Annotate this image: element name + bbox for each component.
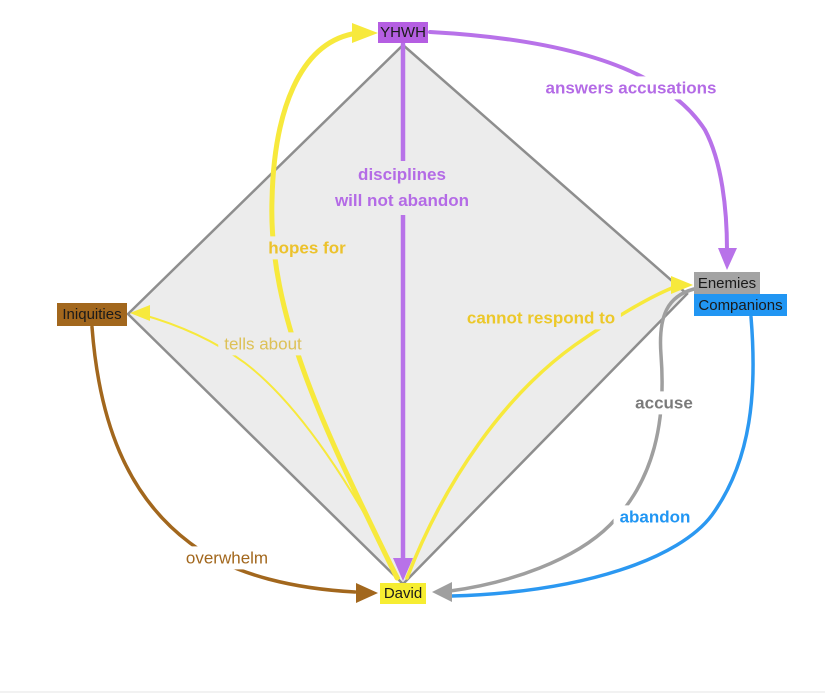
edge-label-tells-about: tells about [218,332,308,356]
edge-label-abandon: abandon [613,505,697,529]
edge-disciplines-arrowhead [393,558,413,581]
edge-label-disciplines-line1: disciplines [358,165,446,184]
edge-label-hopes-for: hopes for [262,236,352,260]
node-david: David [380,583,426,604]
edge-label-accuse: accuse [629,391,699,415]
edge-hopes-for-line [269,31,400,581]
edge-hopes-for-arrowhead [352,23,378,43]
edge-label-answers-accusations: answers accusations [539,76,723,100]
edge-accuse-line [448,287,696,593]
edge-tells-about-arrowhead [130,305,150,321]
edge-cannot-respond-line [405,286,674,580]
edge-label-cannot-respond-to: cannot respond to [460,306,622,330]
edge-abandon-line [450,315,755,598]
bottom-window-edge [0,691,825,693]
node-yhwh: YHWH [378,22,428,43]
edge-cannot-respond-arrowhead [671,276,693,294]
edge-label-disciplines-line2: will not abandon [334,191,470,210]
node-companions: Companions [694,294,787,316]
edge-label-overwhelm: overwhelm [179,546,275,570]
edge-answers-accusations-arrowhead [718,248,737,270]
edge-overwhelm-line [90,325,357,594]
edge-answers-accusations-line [428,30,729,252]
edge-overwhelm-arrowhead [356,583,378,603]
node-iniquities: Iniquities [57,303,127,326]
edge-accuse-arrowhead [432,582,452,602]
edge-label-disciplines: disciplines will not abandon [328,161,476,215]
node-enemies: Enemies [694,272,760,294]
